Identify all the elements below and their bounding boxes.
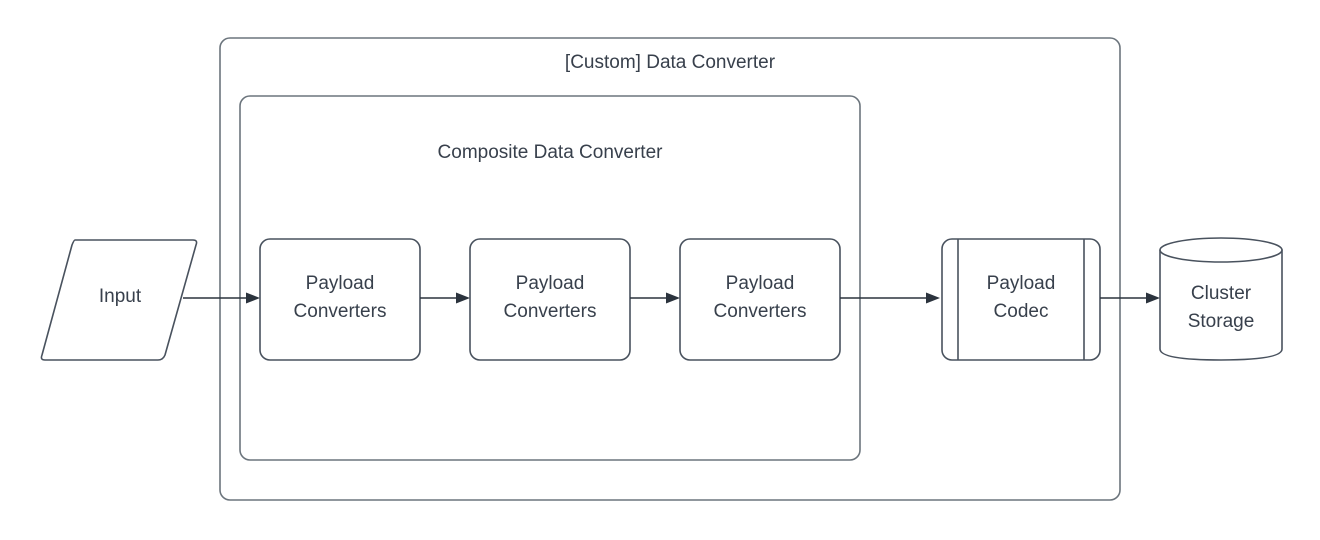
payload-converters-node-1-line1: Payload (306, 273, 375, 294)
payload-codec-node[interactable] (941, 238, 1101, 361)
payload-codec-node-line2: Codec (994, 301, 1049, 322)
composite-data-converter-container[interactable] (239, 95, 861, 461)
payload-converters-node-1-line2: Converters (294, 301, 387, 322)
arrowhead-input-to-converter-1 (246, 292, 260, 304)
cluster-storage-node-body[interactable] (1159, 249, 1283, 361)
arrowhead-converter-1-to-2 (456, 292, 470, 304)
input-node-label: Input (99, 286, 142, 307)
composite-data-converter-label: Composite Data Converter (438, 142, 664, 163)
arrowhead-payload-codec-to-cluster-storage (1146, 292, 1160, 304)
custom-data-converter-label: [Custom] Data Converter (565, 52, 776, 73)
payload-converters-node-2[interactable] (469, 238, 631, 361)
payload-converters-node-3-line2: Converters (714, 301, 807, 322)
arrowhead-converter-2-to-3 (666, 292, 680, 304)
cluster-storage-node-line2: Storage (1188, 311, 1255, 332)
payload-codec-node-line1: Payload (987, 273, 1056, 294)
payload-converters-node-3[interactable] (679, 238, 841, 361)
payload-converters-node-3-line1: Payload (726, 273, 795, 294)
payload-converters-node-2-line1: Payload (516, 273, 585, 294)
custom-data-converter-container[interactable] (219, 37, 1121, 501)
cluster-storage-node-top (1159, 237, 1283, 263)
cluster-storage-node-line1: Cluster (1191, 283, 1252, 304)
arrowhead-converter-3-to-payload-codec (926, 292, 940, 304)
input-node[interactable] (40, 239, 198, 361)
payload-converters-node-1[interactable] (259, 238, 421, 361)
payload-converters-node-2-line2: Converters (504, 301, 597, 322)
